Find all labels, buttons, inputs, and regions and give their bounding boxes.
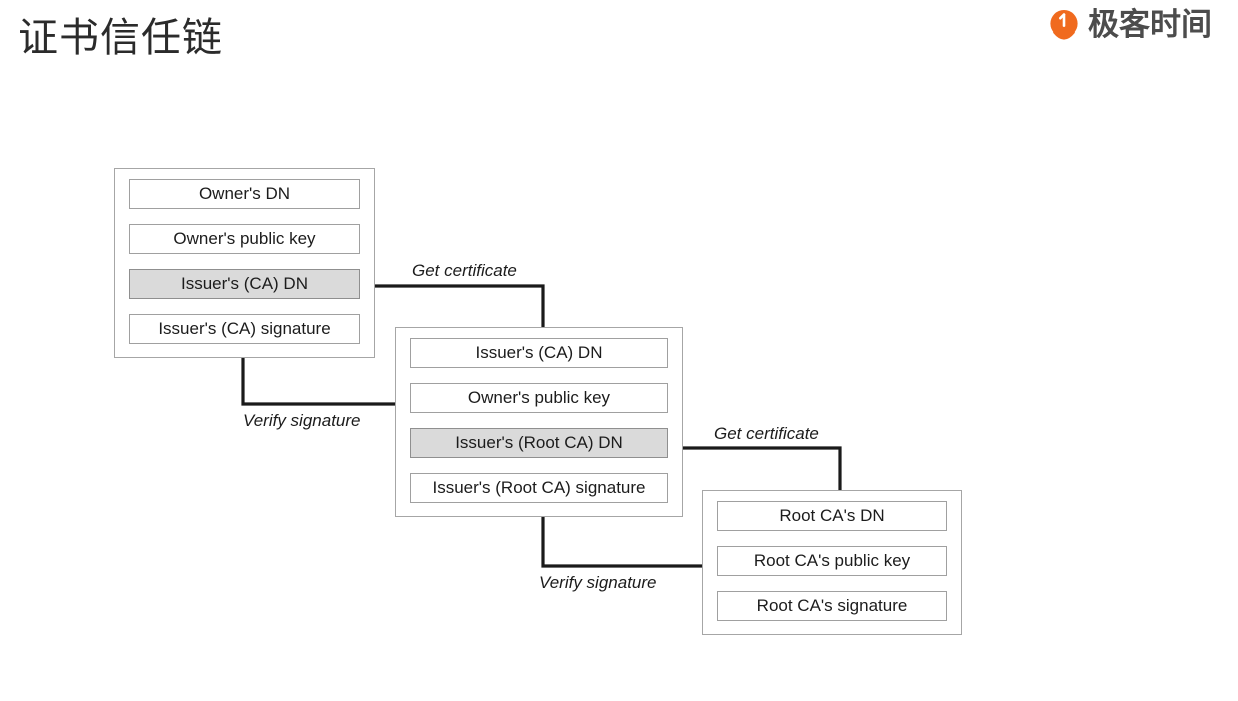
geektime-circle-logo-icon — [1050, 10, 1078, 40]
certificate-card-root-ca: Root CA's DN Root CA's public key Root C… — [702, 490, 962, 635]
cert-row-root-ca-public-key: Root CA's public key — [717, 546, 947, 576]
cert-row-owner-dn: Owner's DN — [129, 179, 360, 209]
cert-row-issuer-ca-dn: Issuer's (CA) DN — [129, 269, 360, 299]
edge-label-get-certificate-1: Get certificate — [412, 261, 517, 280]
edge-label-verify-signature-2: Verify signature — [539, 573, 657, 592]
cert-row-issuer-root-ca-dn: Issuer's (Root CA) DN — [410, 428, 668, 458]
cert-row-issuer-ca-signature: Issuer's (CA) signature — [129, 314, 360, 344]
cert-row-issuer-ca-dn: Issuer's (CA) DN — [410, 338, 668, 368]
page-title: 证书信任链 — [18, 16, 223, 60]
cert-row-issuer-root-ca-signature: Issuer's (Root CA) signature — [410, 473, 668, 503]
certificate-card-leaf: Owner's DN Owner's public key Issuer's (… — [114, 168, 375, 358]
brand-logo: 极客时间 — [1047, 8, 1212, 42]
cert-row-root-ca-dn: Root CA's DN — [717, 501, 947, 531]
cert-row-owner-public-key: Owner's public key — [410, 383, 668, 413]
brand-name: 极客时间 — [1088, 7, 1212, 42]
certificate-card-intermediate-ca: Issuer's (CA) DN Owner's public key Issu… — [395, 327, 683, 517]
edge-label-get-certificate-2: Get certificate — [714, 424, 819, 443]
cert-row-owner-public-key: Owner's public key — [129, 224, 360, 254]
cert-row-root-ca-signature: Root CA's signature — [717, 591, 947, 621]
edge-label-verify-signature-1: Verify signature — [243, 411, 361, 430]
